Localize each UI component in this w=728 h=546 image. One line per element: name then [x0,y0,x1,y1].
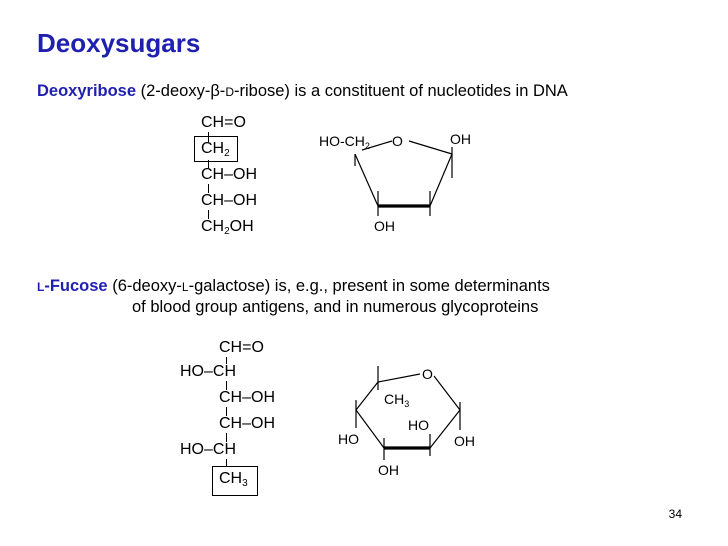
ch-label: CH [201,140,225,157]
ring-oxygen-label: O [422,366,433,382]
fucose-desc-smallcaps: L [181,280,189,294]
fucose-chain-line-1: CH=O [219,339,264,356]
highlight-box-ch3 [212,466,258,496]
oh-label: OH [251,415,276,432]
bond: – [224,192,234,209]
ring-bond [377,373,421,383]
deoxyribose-desc-post: -ribose) is a constituent of nucleotides… [233,82,568,100]
oh-label: OH [233,192,258,209]
fucose-chain-line-5: HO–CH [180,441,236,459]
fucose-desc-pre: (6-deoxy- [107,277,182,295]
chain-bond [208,184,209,193]
subscript: 2 [224,226,230,237]
oh-label: OH [251,389,276,406]
deoxyribose-chain-line-3: CH–OH [201,166,257,184]
ch-label: CH [212,441,237,458]
ho-left-label: HO [338,431,359,447]
fucose-chain-line-2: HO–CH [180,363,236,381]
chain-bond [208,132,209,142]
ring-bond [433,375,461,411]
bond: – [224,166,234,183]
deoxyribose-desc-pre: (2-deoxy-β- [136,82,226,100]
fucose-description-line-1: L-Fucose (6-deoxy-L-galactose) is, e.g.,… [37,277,550,296]
highlight-box-ch2 [194,136,238,162]
ring-bond [355,409,385,449]
ho-ch2-label: HO-CH2 [319,133,370,151]
chain-bond [226,433,227,442]
page-number: 34 [668,507,682,521]
fucose-desc-post: -galactose) is, e.g., present in some de… [188,277,550,295]
bond: – [204,363,213,380]
bond: – [242,415,252,432]
chain-bond [208,210,209,219]
oh-right-label: OH [454,433,475,449]
deoxyribose-term: Deoxyribose [37,82,137,100]
chain-bond [226,357,227,364]
fucose-description-line-2: of blood group antigens, and in numerous… [132,298,539,316]
chain-bond [226,407,227,416]
deoxyribose-chain-line-4: CH–OH [201,192,257,210]
ch3-label: CH3 [384,391,409,409]
ch-label: CH [201,218,225,235]
ch-label: CH [219,415,243,432]
subscript: 2 [224,148,230,159]
deoxyribose-ring-structure: HO-CH2 O OH OH [319,131,471,234]
deoxyribose-chain-line-1: CH=O [201,114,246,131]
subscript: 3 [242,478,248,489]
chain-bond [226,459,227,467]
ring-bond [408,140,453,155]
ch-label: CH [219,389,243,406]
ho-label: HO [180,363,204,380]
ring-bond [429,153,453,207]
oh-right-label: OH [450,131,471,147]
ring-bond [354,153,379,207]
deoxyribose-chain-line-2: CH2 [201,140,230,159]
oh-label: OH [229,218,254,235]
oh-label: OH [233,166,258,183]
fucose-term-smallcaps: L [37,280,45,294]
oh-bottom-label: OH [378,462,399,478]
fucose-chain-line-3: CH–OH [219,389,275,407]
ch-label: CH [201,166,225,183]
chain-bond [208,160,209,168]
ring-oxygen-label: O [392,133,403,149]
deoxyribose-chain-line-5: CH2OH [201,218,254,237]
deoxyribose-desc-smallcaps: D [225,85,234,99]
fucose-chain-line-6: CH3 [219,470,248,489]
bond: – [242,389,252,406]
slide-title: Deoxysugars [37,28,201,58]
chain-bond [226,381,227,390]
bond: – [204,441,213,458]
fucose-chain-line-4: CH–OH [219,415,275,433]
fucose-term: -Fucose [44,277,108,295]
oh-bottom-label: OH [374,218,395,234]
ring-bond [361,140,393,151]
ring-bond [429,409,461,449]
ch-label: CH [212,363,237,380]
deoxyribose-description: Deoxyribose (2-deoxy-β-D-ribose) is a co… [37,82,568,101]
fucose-ring-structure: O CH3 HO HO OH OH [338,366,475,478]
ch-label: CH [219,470,243,487]
ho-label: HO [180,441,204,458]
ring-bond [355,381,379,411]
ch-label: CH [201,192,225,209]
ho-inner-label: HO [408,417,429,433]
